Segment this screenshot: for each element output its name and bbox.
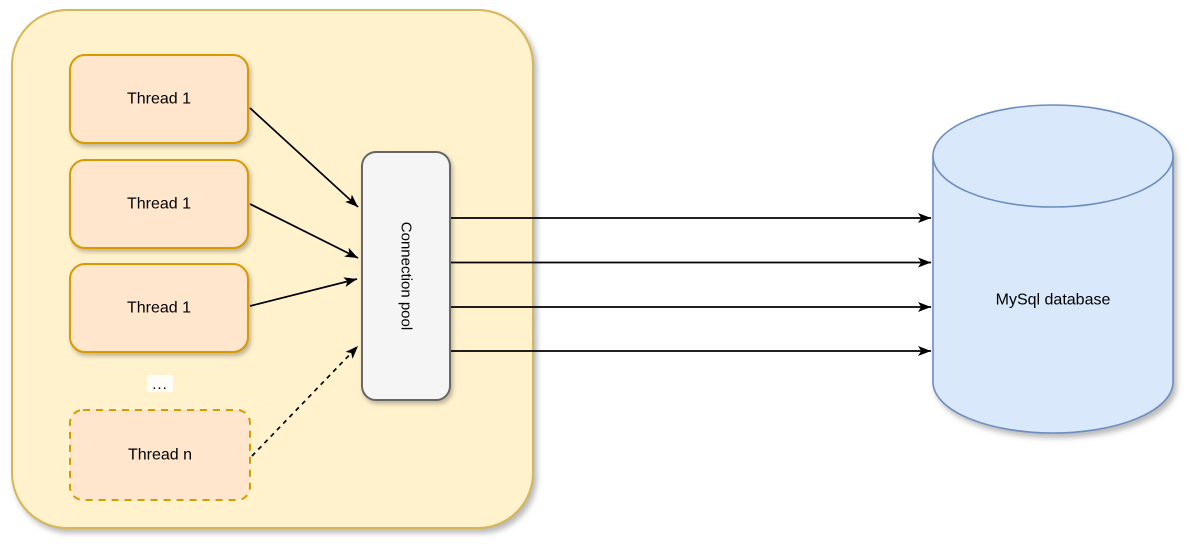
threads-ellipsis: ... <box>147 375 173 393</box>
thread-3-label: Thread 1 <box>127 300 191 317</box>
ellipsis-label-background <box>147 375 173 392</box>
database-cylinder-top-arc <box>932 155 1174 208</box>
thread-2-box <box>69 159 249 249</box>
thread-node-2: Thread 1 <box>69 159 249 249</box>
edge-thread3-to-pool <box>249 277 358 307</box>
mysql-database-label: MySql database <box>996 292 1111 309</box>
thread-n-label: Thread n <box>128 447 192 464</box>
thread-n-box <box>69 409 251 501</box>
thread-node-1: Thread 1 <box>69 54 249 144</box>
thread-1-box <box>69 54 249 144</box>
database-cylinder <box>932 104 1174 434</box>
thread-1-label: Thread 1 <box>127 91 191 108</box>
edge-threadn-to-pool-dashed <box>251 345 359 457</box>
edge-thread2-to-pool <box>249 203 359 259</box>
ellipsis-label: ... <box>152 376 168 393</box>
connection-pool-node: Connection pool <box>361 151 451 401</box>
thread-2-label: Thread 1 <box>127 196 191 213</box>
thread-3-box <box>69 263 249 353</box>
thread-node-n: Thread n <box>69 409 251 501</box>
edge-thread1-to-pool <box>249 107 359 208</box>
mysql-database-node: MySql database <box>932 104 1174 434</box>
thread-node-3: Thread 1 <box>69 263 249 353</box>
connection-pool-box <box>361 151 451 401</box>
connection-pool-label: Connection pool <box>398 222 415 330</box>
